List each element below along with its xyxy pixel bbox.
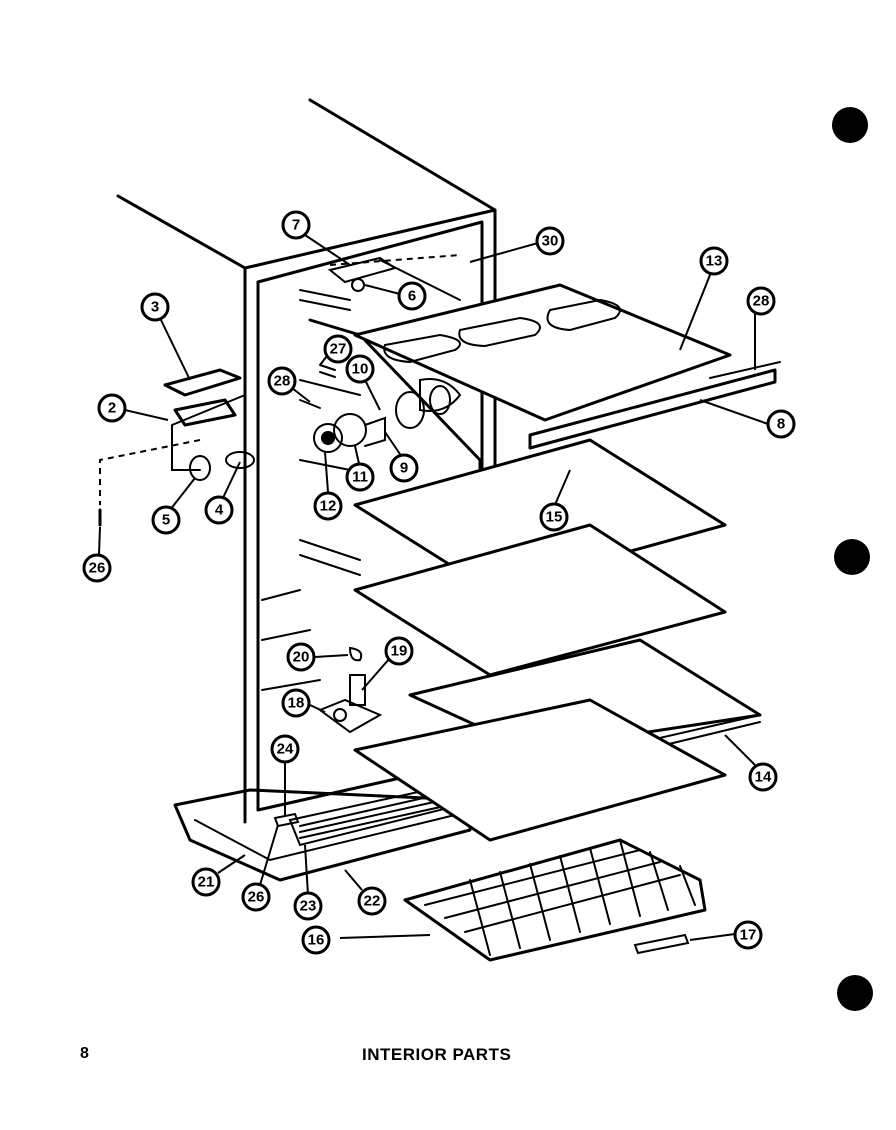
svg-text:28: 28 [753, 293, 770, 310]
callout-15: 15 [539, 502, 569, 532]
callout-21: 21 [191, 867, 221, 897]
svg-text:21: 21 [198, 874, 215, 891]
svg-text:18: 18 [288, 695, 305, 712]
svg-text:27: 27 [330, 341, 347, 358]
callout-20: 20 [286, 642, 316, 672]
callout-17: 17 [733, 920, 763, 950]
callout-4: 4 [204, 495, 234, 525]
cabinet-outline [116, 98, 497, 824]
svg-text:24: 24 [277, 741, 294, 758]
punch-hole-bottom [837, 975, 873, 1011]
callouts: 7 30 13 28 3 6 27 10 28 2 8 9 11 15 5 4 … [82, 210, 796, 955]
callout-22: 22 [357, 886, 387, 916]
callout-3: 3 [140, 292, 170, 322]
svg-text:3: 3 [151, 299, 159, 316]
callout-12: 12 [313, 491, 343, 521]
callout-11: 11 [345, 462, 375, 492]
svg-text:9: 9 [400, 460, 408, 477]
callout-2: 2 [97, 393, 127, 423]
svg-text:12: 12 [320, 498, 337, 515]
callout-9: 9 [389, 453, 419, 483]
callout-26-left: 26 [82, 553, 112, 583]
svg-text:23: 23 [300, 898, 317, 915]
svg-text:10: 10 [352, 361, 369, 378]
svg-text:2: 2 [108, 400, 116, 417]
callout-28-top: 28 [746, 286, 776, 316]
callout-7: 7 [281, 210, 311, 240]
base-pan [173, 783, 472, 882]
callout-8: 8 [766, 409, 796, 439]
callout-10: 10 [345, 354, 375, 384]
callout-26-bottom: 26 [241, 882, 271, 912]
left-small-parts [98, 254, 461, 828]
diagram-caption: INTERIOR PARTS [362, 1045, 512, 1064]
svg-text:7: 7 [292, 217, 300, 234]
control-housing [308, 283, 781, 482]
wire-basket [403, 838, 707, 962]
callout-13: 13 [699, 246, 729, 276]
svg-text:28: 28 [274, 373, 291, 390]
svg-text:17: 17 [740, 927, 757, 944]
shelf-stack [353, 438, 762, 842]
svg-text:30: 30 [542, 233, 559, 250]
svg-text:20: 20 [293, 649, 310, 666]
callout-23: 23 [293, 891, 323, 921]
callout-19: 19 [384, 636, 414, 666]
leader-lines [98, 234, 769, 941]
svg-text:8: 8 [777, 416, 785, 433]
svg-text:11: 11 [352, 469, 368, 486]
svg-text:26: 26 [248, 889, 265, 906]
callout-6: 6 [397, 281, 427, 311]
svg-text:14: 14 [755, 769, 772, 786]
callout-16: 16 [301, 925, 331, 955]
svg-text:22: 22 [364, 893, 381, 910]
svg-text:15: 15 [546, 509, 563, 526]
callout-24: 24 [270, 734, 300, 764]
callout-14: 14 [748, 762, 778, 792]
callout-28-left: 28 [267, 366, 297, 396]
callout-30: 30 [535, 226, 565, 256]
svg-text:16: 16 [308, 932, 325, 949]
svg-text:26: 26 [89, 560, 106, 577]
page-number: 8 [80, 1045, 89, 1062]
punch-hole-middle [834, 539, 870, 575]
svg-text:4: 4 [215, 502, 224, 519]
svg-text:13: 13 [706, 253, 723, 270]
svg-text:5: 5 [162, 512, 170, 529]
callout-18: 18 [281, 688, 311, 718]
svg-text:19: 19 [391, 643, 408, 660]
callout-27: 27 [323, 334, 353, 364]
callout-5: 5 [151, 505, 181, 535]
punch-hole-top [832, 107, 868, 143]
svg-text:6: 6 [408, 288, 416, 305]
